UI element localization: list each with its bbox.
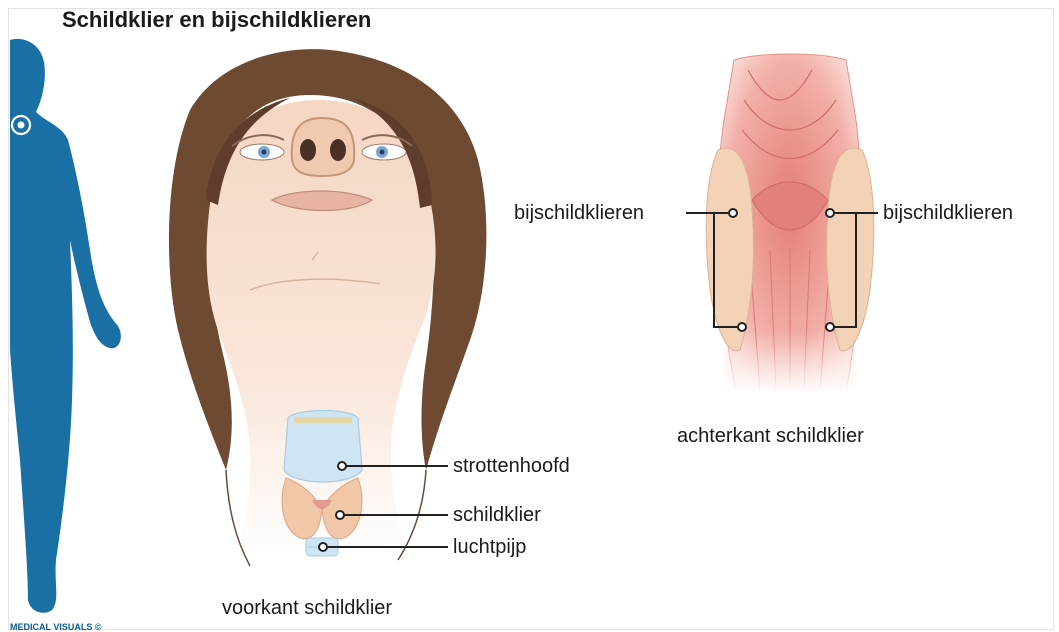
label-bijschildklieren-left: bijschildklieren — [514, 202, 644, 225]
label-strottenhoofd: strottenhoofd — [453, 455, 570, 478]
label-bijschildklieren-right: bijschildklieren — [883, 202, 1013, 225]
head-illustration — [169, 49, 486, 566]
label-luchtpijp: luchtpijp — [453, 536, 526, 559]
credit-watermark: MEDICAL VISUALS © — [10, 622, 101, 632]
diagram-title: Schildklier en bijschildklieren — [62, 7, 371, 33]
body-silhouette — [10, 39, 121, 613]
label-schildklier: schildklier — [453, 504, 541, 527]
back-thyroid-illustration — [706, 54, 874, 394]
caption-front-view: voorkant schildklier — [222, 597, 392, 620]
caption-back-view: achterkant schildklier — [677, 425, 864, 448]
